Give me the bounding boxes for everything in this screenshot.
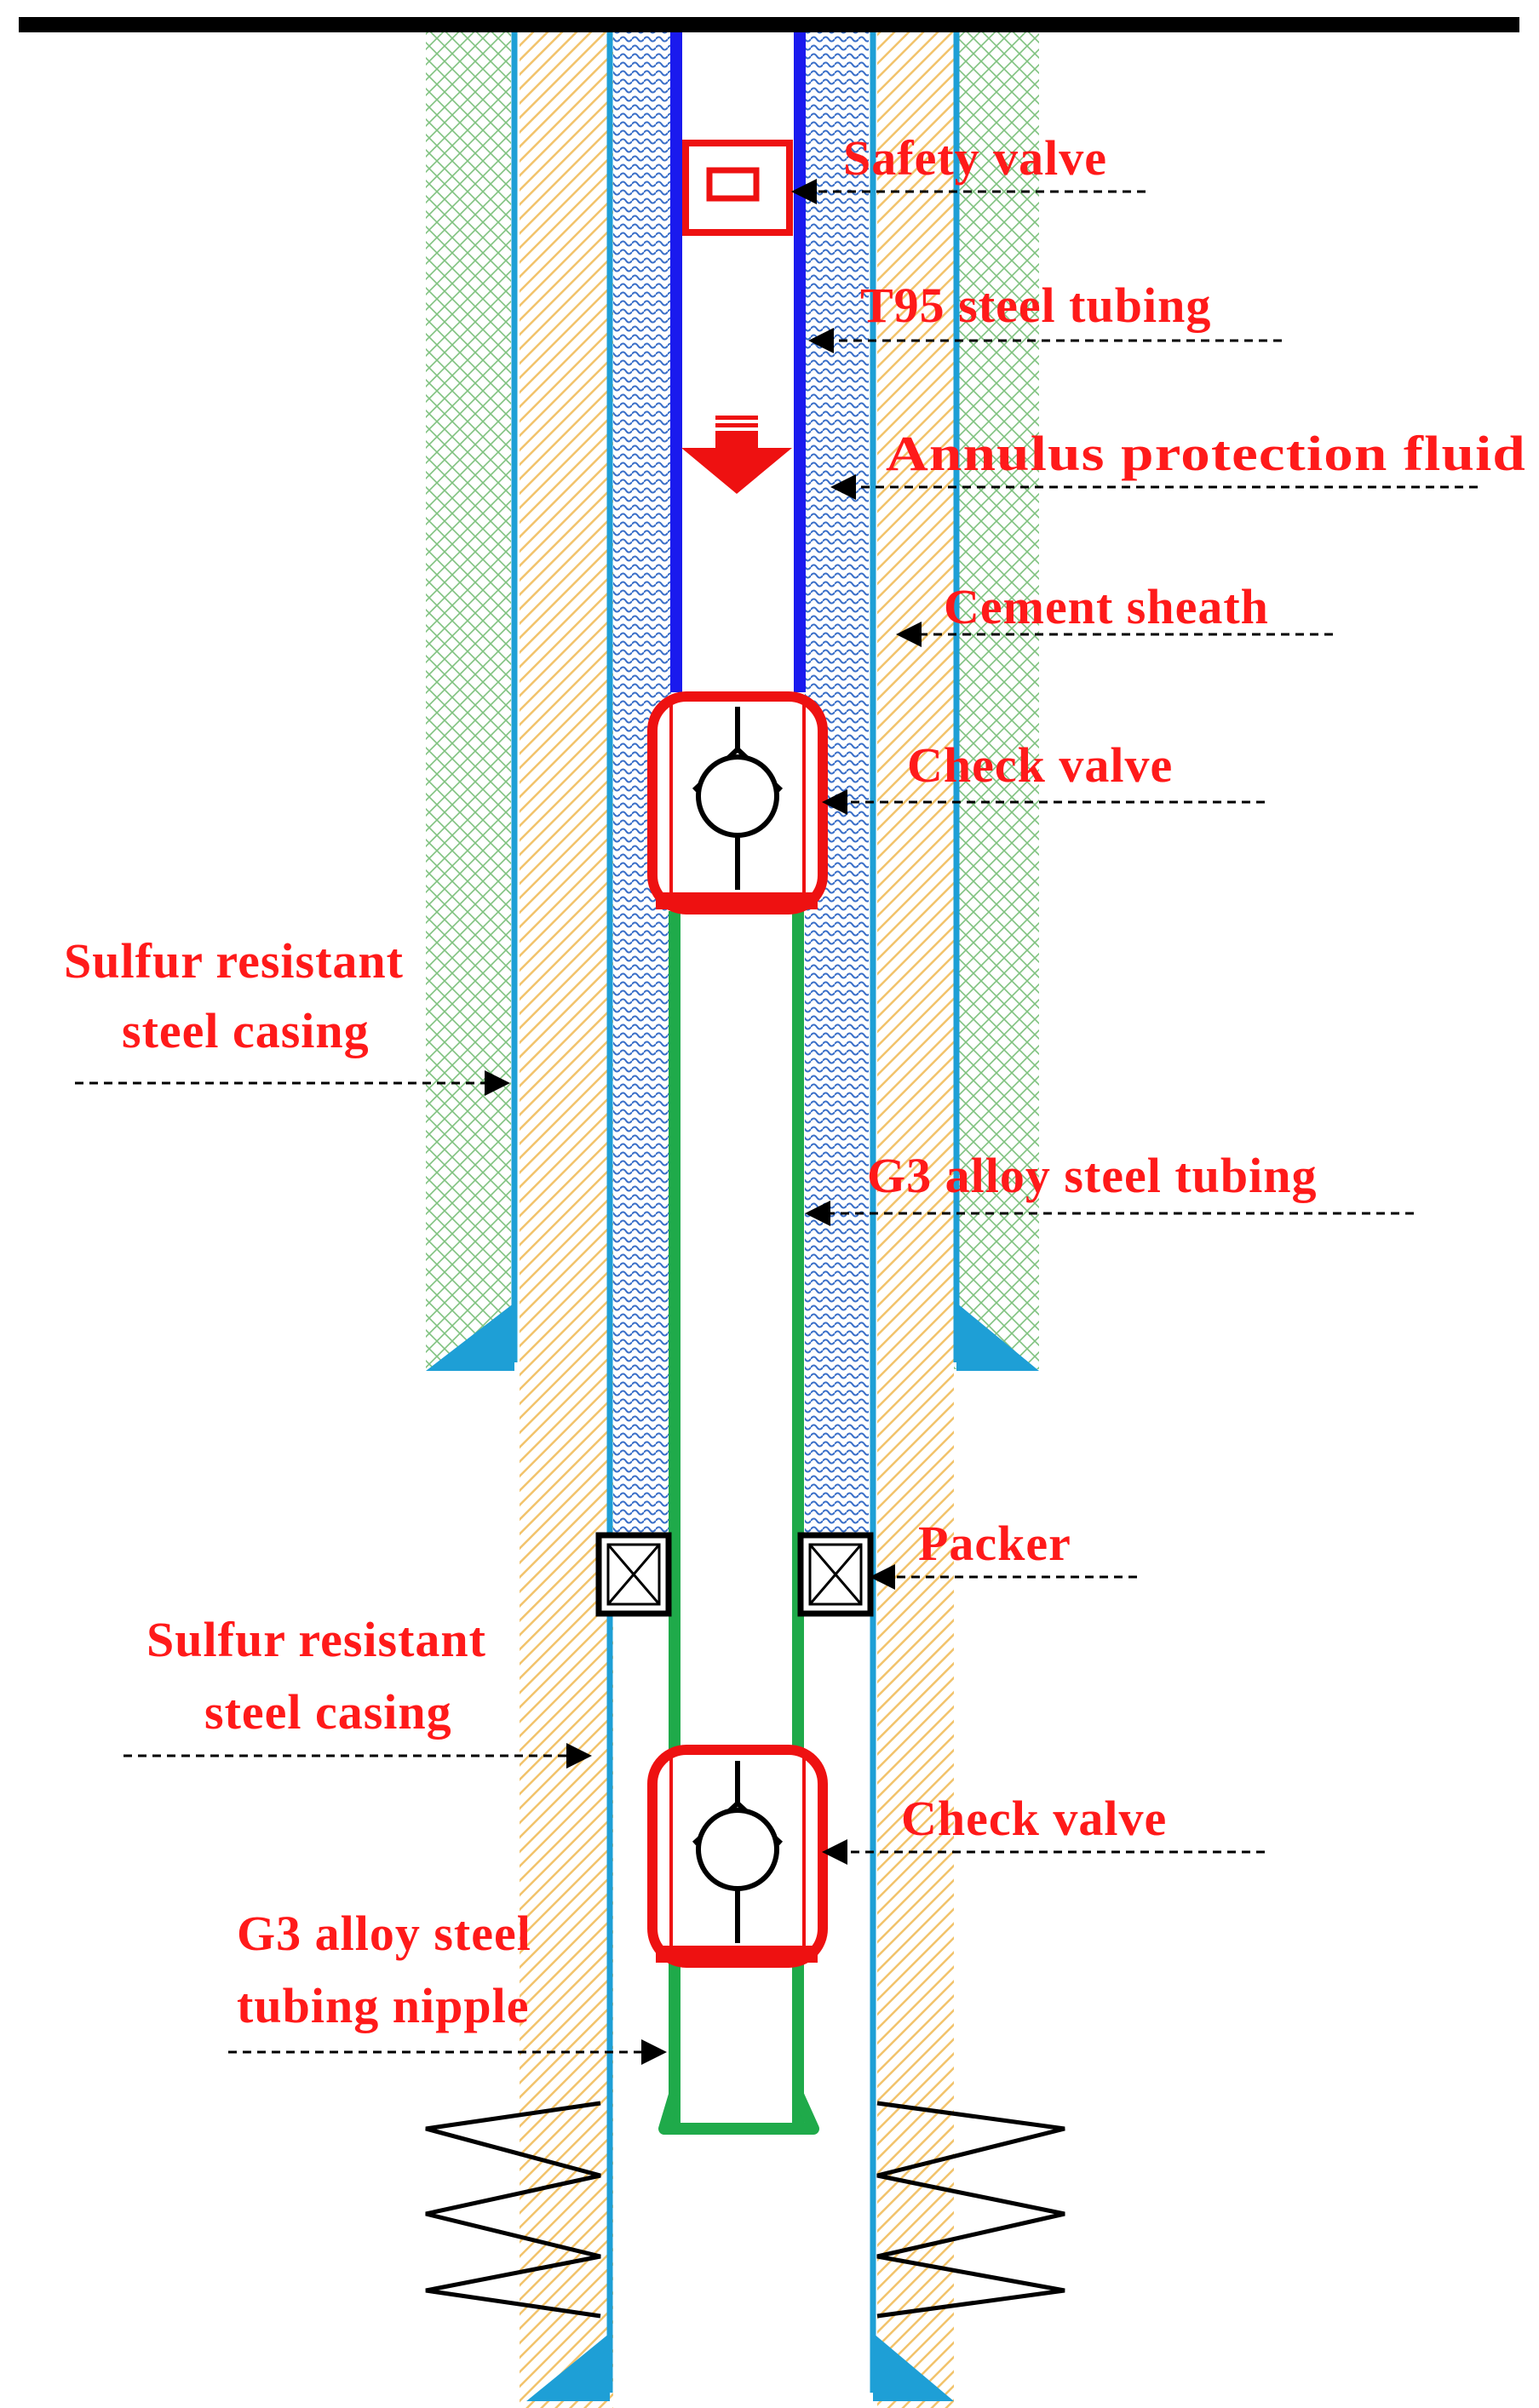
label-nipple-line2: tubing nipple bbox=[237, 1978, 529, 2033]
label-g3-tubing: G3 alloy steel tubing bbox=[867, 1148, 1318, 1203]
t95-tubing-left-wall bbox=[670, 32, 682, 692]
t95-tubing-right-wall bbox=[794, 32, 806, 692]
formation-right bbox=[954, 32, 1039, 1369]
lower-casing-shoe-left bbox=[526, 2333, 610, 2401]
lower-casing-shoe-right bbox=[873, 2333, 954, 2401]
label-check-valve-upper: Check valve bbox=[907, 737, 1173, 793]
label-t95-tubing: T95 steel tubing bbox=[860, 278, 1211, 333]
check-valve-icon bbox=[647, 1745, 828, 1968]
leader-lines bbox=[75, 179, 1478, 2065]
label-safety-valve: Safety valve bbox=[843, 130, 1107, 186]
label-nipple-line1: G3 alloy steel bbox=[237, 1906, 531, 1961]
down-arrow-icon bbox=[681, 416, 792, 494]
check-valve-icon bbox=[647, 691, 828, 914]
safety-valve-symbol bbox=[682, 140, 793, 236]
label-cement-sheath: Cement sheath bbox=[944, 579, 1269, 634]
formation-left bbox=[426, 32, 511, 1369]
cement-left-upper bbox=[520, 32, 613, 2408]
packer-cross-box-icon bbox=[797, 1532, 874, 1617]
label-casing-upper-line1: Sulfur resistant bbox=[64, 933, 404, 989]
cement-right-upper bbox=[877, 32, 954, 2408]
label-annulus-fluid: Annulus protection fluid bbox=[886, 426, 1526, 481]
perforation-zigzag-icon bbox=[425, 2101, 601, 2319]
packer-cross-box-icon bbox=[595, 1532, 672, 1617]
label-casing-upper-line2: steel casing bbox=[122, 1003, 370, 1058]
label-check-valve-lower: Check valve bbox=[901, 1791, 1167, 1846]
upper-casing-shoe-left bbox=[426, 1303, 514, 1371]
upper-casing-shoe-right bbox=[956, 1303, 1039, 1371]
perforation-zigzag-icon bbox=[876, 2101, 1065, 2319]
label-packer: Packer bbox=[918, 1516, 1071, 1571]
label-casing-lower-line2: steel casing bbox=[204, 1684, 452, 1740]
label-casing-lower-line1: Sulfur resistant bbox=[146, 1612, 486, 1667]
surface-line bbox=[19, 17, 1519, 32]
g3-tubing-nipple bbox=[658, 2092, 819, 2135]
